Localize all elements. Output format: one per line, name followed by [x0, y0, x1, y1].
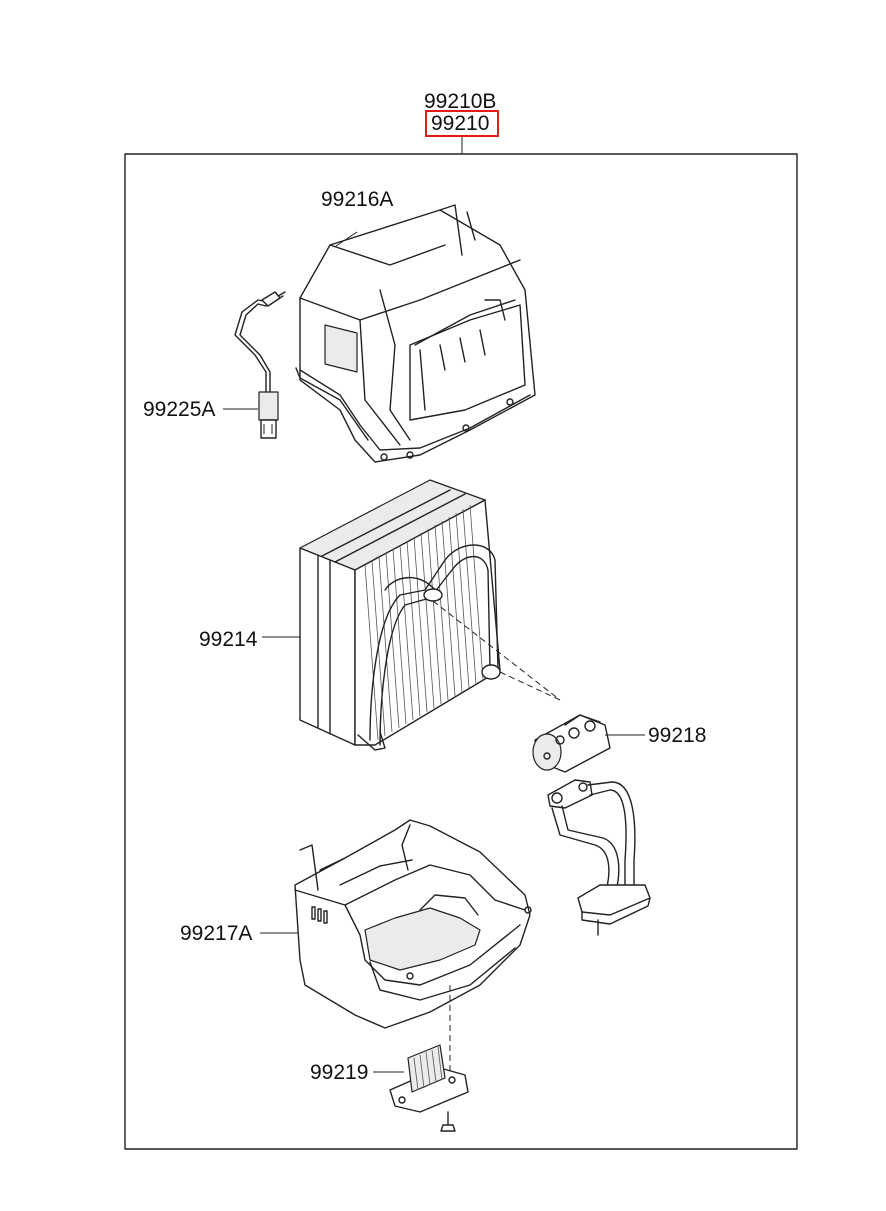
callout-lower-case[interactable]: 99217A — [180, 922, 253, 945]
pipe-assembly-drawing — [547, 779, 651, 936]
lower-case-drawing — [294, 819, 532, 1029]
screw-drawing — [440, 1111, 456, 1132]
sensor-drawing — [234, 291, 286, 439]
callout-upper-case[interactable]: 99216A — [321, 188, 394, 211]
callout-expansion-valve[interactable]: 99218 — [648, 724, 707, 747]
callout-resistor[interactable]: 99219 — [310, 1061, 369, 1084]
upper-case-drawing — [295, 204, 536, 463]
expansion-valve-drawing — [532, 714, 611, 773]
assembly-code-alt: 99210B — [424, 90, 497, 113]
evaporator-drawing — [299, 479, 501, 751]
assembly-frame — [124, 153, 798, 1150]
highlight-box — [425, 110, 499, 137]
assembly-code-main[interactable]: 99210 — [431, 112, 490, 135]
resistor-drawing — [389, 1044, 469, 1113]
callout-evaporator[interactable]: 99214 — [199, 628, 258, 651]
callout-sensor[interactable]: 99225A — [143, 398, 216, 421]
